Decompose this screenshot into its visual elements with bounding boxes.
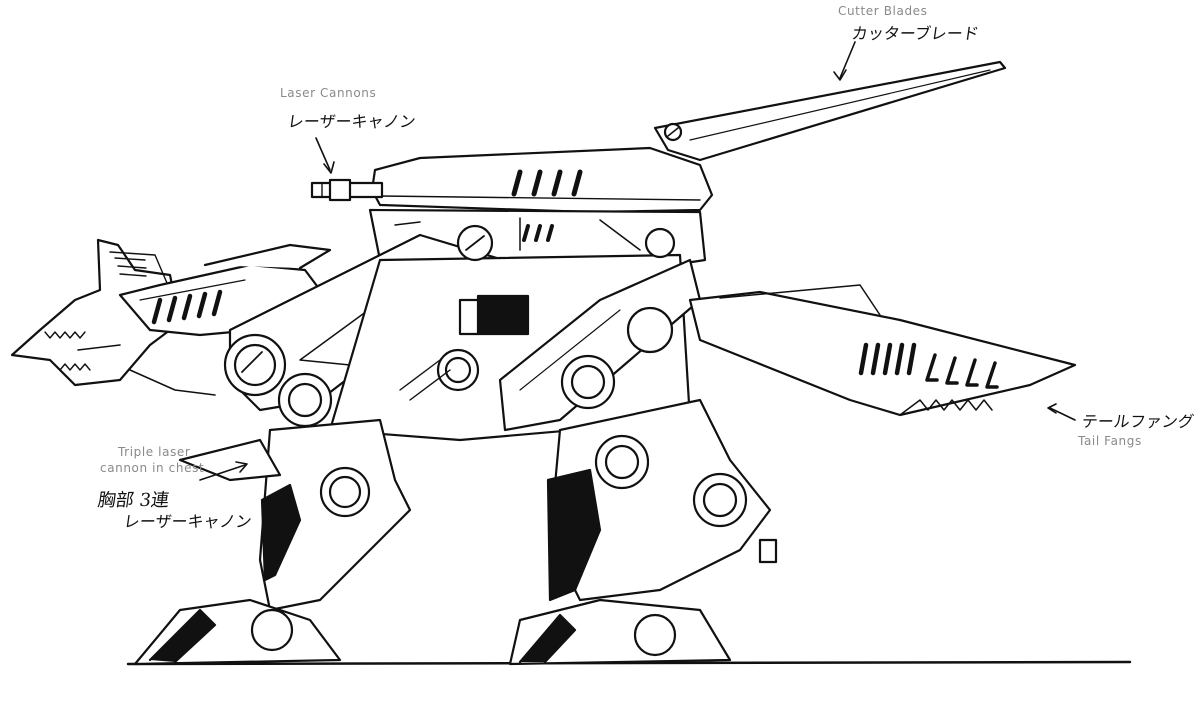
- laser-cannons-jp-label: レーザーキャノン: [286, 112, 417, 131]
- tail-fangs-label: Tail Fangs: [1078, 434, 1142, 448]
- annotation-arrows: [199, 41, 1076, 481]
- triple-laser-label-line2: cannon in chest: [100, 461, 205, 475]
- cutter-blades-jp-label: カッターブレード: [850, 24, 981, 43]
- ground-line: [126, 660, 1132, 666]
- front-leg: [133, 372, 412, 666]
- tail: [688, 284, 1077, 417]
- laser-cannon-barrel: [310, 178, 384, 202]
- cutter-blades-label: Cutter Blades: [838, 4, 928, 18]
- laser-cannons-label: Laser Cannons: [280, 86, 377, 100]
- triple-laser-label-line1: Triple laser: [118, 445, 191, 459]
- cutter-blade: [653, 60, 1007, 162]
- triple-laser-jp-line2: レーザーキャノン: [122, 512, 253, 531]
- tail-fangs-jp-label: テールファング: [1080, 412, 1196, 431]
- head: [10, 238, 216, 396]
- rear-leg: [508, 398, 778, 666]
- rear-shoulder-armor: [498, 258, 702, 432]
